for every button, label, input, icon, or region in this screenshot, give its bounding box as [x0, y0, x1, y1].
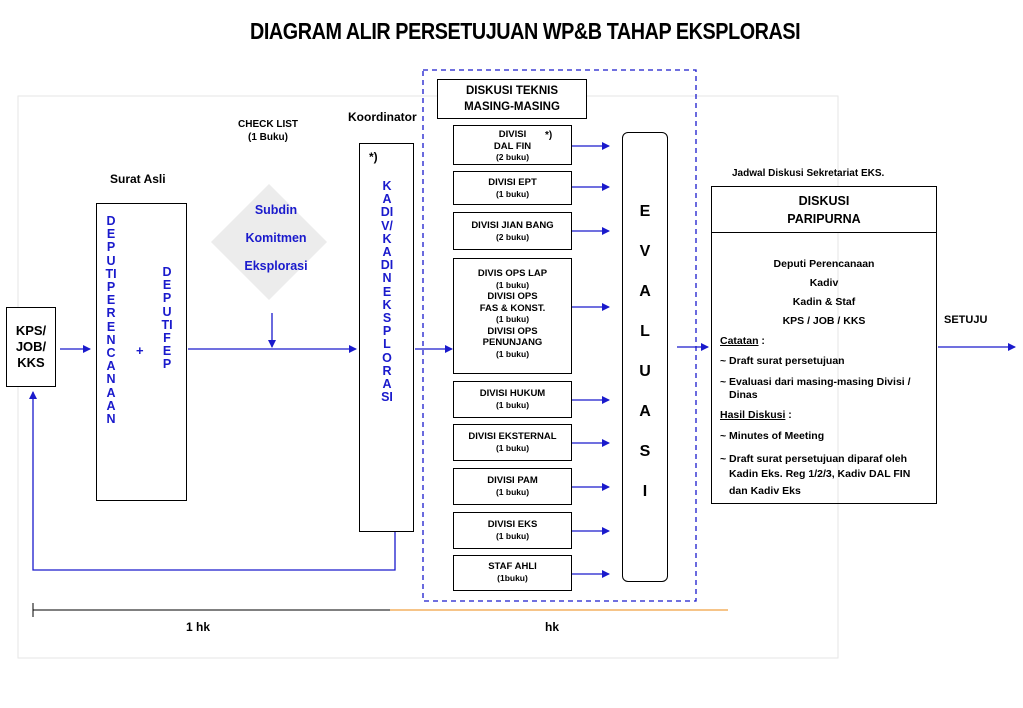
diagram-title: DIAGRAM ALIR PERSETUJUAN WP&B TAHAP EKSP…	[250, 18, 801, 44]
catatan-heading: Catatan :	[720, 335, 765, 347]
hasil-item: ~ Draft surat persetujuan diparaf oleh	[720, 453, 908, 465]
division-sub: (1 buku)	[495, 399, 530, 410]
evaluasi-letter: I	[642, 483, 648, 500]
division-sub: (1 buku)	[495, 486, 530, 497]
kadiv-box	[359, 143, 414, 532]
division-sub: (1 buku)	[495, 348, 530, 359]
koordinator-label: Koordinator	[348, 110, 417, 124]
division-note: *)	[545, 130, 553, 141]
evaluasi-letter: E	[639, 203, 651, 220]
hasil-item: Kadin Eks. Reg 1/2/3, Kadiv DAL FIN	[729, 468, 911, 480]
division-box-pam: DIVISI PAM (1 buku)	[453, 468, 572, 505]
kadiv-asterisk: *)	[369, 150, 378, 164]
catatan-item: ~ Draft surat persetujuan	[720, 355, 845, 367]
division-sub: (1 buku)	[495, 314, 530, 324]
division-sub: (1 buku)	[495, 188, 530, 199]
evaluasi-letter: U	[639, 363, 651, 380]
division-line: DIVISI EKSTERNAL	[468, 431, 557, 442]
division-box-ept: DIVISI EPT (1 buku)	[453, 171, 572, 205]
setuju-label: SETUJU	[944, 314, 988, 326]
division-box-eks: DIVISI EKS (1 buku)	[453, 512, 572, 549]
jadwal-label: Jadwal Diskusi Sekretariat EKS.	[732, 168, 885, 179]
catatan-item: Dinas	[729, 389, 758, 401]
division-line: FAS & KONST.	[479, 302, 546, 314]
deputi-box	[96, 203, 187, 501]
division-box-ops: DIVIS OPS LAP (1 buku) DIVISI OPS FAS & …	[453, 258, 572, 374]
division-line: DIVIS OPS LAP	[477, 268, 548, 279]
catatan-label: Catatan	[720, 335, 759, 347]
kps-job-kks-box: KPS/ JOB/ KKS	[6, 307, 56, 387]
evaluasi-letter: L	[640, 323, 650, 340]
division-line: DIVISI PAM	[487, 475, 538, 486]
division-line: DIVISI OPS	[487, 325, 538, 337]
division-line: DIVISI EKS	[487, 519, 538, 530]
participant-line: Kadin & Staf	[792, 296, 856, 308]
division-sub: (1 buku)	[495, 530, 530, 541]
surat-asli-label: Surat Asli	[110, 172, 166, 186]
hasil-suffix: :	[785, 409, 792, 421]
division-line: DIVISI EPT	[488, 177, 537, 188]
division-sub: (2 buku)	[495, 231, 530, 242]
hasil-item: dan Kadiv Eks	[729, 485, 801, 497]
participant-line: KPS / JOB / KKS	[782, 315, 866, 327]
division-box-hukum: DIVISI HUKUM (1 buku)	[453, 381, 572, 418]
evaluasi-letter: S	[639, 443, 651, 460]
catatan-item: ~ Evaluasi dari masing-masing Divisi /	[720, 376, 911, 388]
deputi-perencanaan-text: DEPUTI PERENCANAAN	[105, 214, 117, 427]
division-sub: (1 buku)	[495, 279, 530, 290]
paripurna-body-box	[711, 233, 937, 504]
subdin-label: Subdin Komitmen Eksplorasi	[244, 203, 308, 273]
kadiv-eksplorasi-text: KADIV/KADIN EKSPLORASI	[380, 179, 394, 405]
deputi-fep-text: DEPUTI FEP	[161, 265, 173, 372]
diskusi-paripurna-box: DISKUSI PARIPURNA	[711, 186, 937, 233]
hasil-item: ~ Minutes of Meeting	[720, 430, 825, 442]
division-box-eksternal: DIVISI EKSTERNAL (1 buku)	[453, 424, 572, 461]
hasil-heading: Hasil Diskusi :	[720, 409, 792, 421]
division-sub: (2 buku)	[495, 152, 530, 162]
evaluasi-letter: A	[639, 403, 651, 420]
participant-line: Kadiv	[809, 277, 839, 289]
evaluasi-box	[622, 132, 668, 582]
timeline-label-hk: hk	[545, 620, 560, 634]
division-sub: (1 buku)	[495, 442, 530, 453]
paripurna-label: DISKUSI PARIPURNA	[787, 194, 861, 226]
check-list: CHECK LIST (1 Buku)	[228, 118, 308, 144]
division-box-staf-ahli: STAF AHLI (1buku)	[453, 555, 572, 591]
division-box-dal-fin: DIVISI DAL FIN (2 buku) *)	[453, 125, 572, 165]
division-line: STAF AHLI	[488, 561, 537, 572]
kps-label: KPS/ JOB/ KKS	[15, 323, 47, 370]
evaluasi-letter: V	[639, 243, 651, 260]
division-arrows	[572, 142, 610, 578]
dashed-group-border	[422, 69, 697, 602]
timeline-label-1hk: 1 hk	[186, 620, 211, 634]
check-list-title: CHECK LIST	[238, 119, 298, 130]
participant-line: Deputi Perencanaan	[773, 258, 875, 270]
hasil-label: Hasil Diskusi	[720, 409, 786, 421]
feedback-line	[29, 391, 396, 571]
division-line: DAL FIN	[493, 140, 532, 152]
division-line: DIVISI JIAN BANG	[471, 220, 554, 231]
plus-sign: +	[136, 343, 144, 358]
division-line: PENUNJANG	[482, 337, 543, 348]
division-box-jian-bang: DIVISI JIAN BANG (2 buku)	[453, 212, 572, 250]
evaluasi-letter: A	[639, 283, 651, 300]
division-line: DIVISI HUKUM	[479, 388, 546, 399]
division-sub: (1buku)	[497, 572, 528, 583]
diskusi-teknis-box: DISKUSI TEKNIS MASING-MASING	[437, 79, 587, 119]
check-list-sub: (1 Buku)	[248, 132, 288, 143]
diskusi-teknis-label: DISKUSI TEKNIS MASING-MASING	[464, 85, 560, 113]
catatan-suffix: :	[758, 335, 765, 347]
division-line: DIVISI	[498, 129, 527, 140]
subdin-diamond	[211, 184, 327, 300]
division-line: DIVISI OPS	[487, 291, 538, 302]
